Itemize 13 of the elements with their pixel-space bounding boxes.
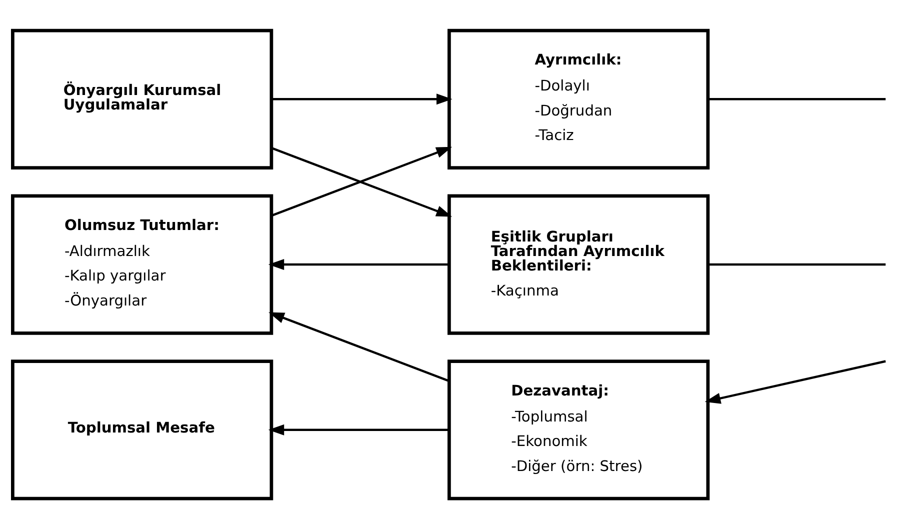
node-box: Eşitlik Grupları Tarafından Ayrımcılık Beklentileri: -Kaçınma bbox=[448, 194, 710, 335]
node-box: Ayrımcılık: -Dolaylı -Doğrudan -Taciz bbox=[448, 28, 710, 170]
node-box: Olumsuz Tutumlar: -Aldırmazlık -Kalıp yargılar -Önyargılar bbox=[11, 194, 274, 335]
node-box: Önyargılı Kurumsal Uygulamalar bbox=[11, 28, 274, 170]
arrow bbox=[704, 360, 886, 404]
node-box: Dezavantaj: -Toplumsal -Ekonomik -Diğer (örn: Stres) bbox=[448, 360, 710, 500]
arrow bbox=[272, 94, 452, 105]
connector bbox=[708, 263, 886, 266]
connector bbox=[708, 98, 886, 100]
node-box: Toplumsal Mesafe bbox=[11, 360, 274, 500]
arrow bbox=[268, 424, 449, 436]
arrow bbox=[268, 258, 449, 270]
arrow bbox=[268, 312, 450, 382]
